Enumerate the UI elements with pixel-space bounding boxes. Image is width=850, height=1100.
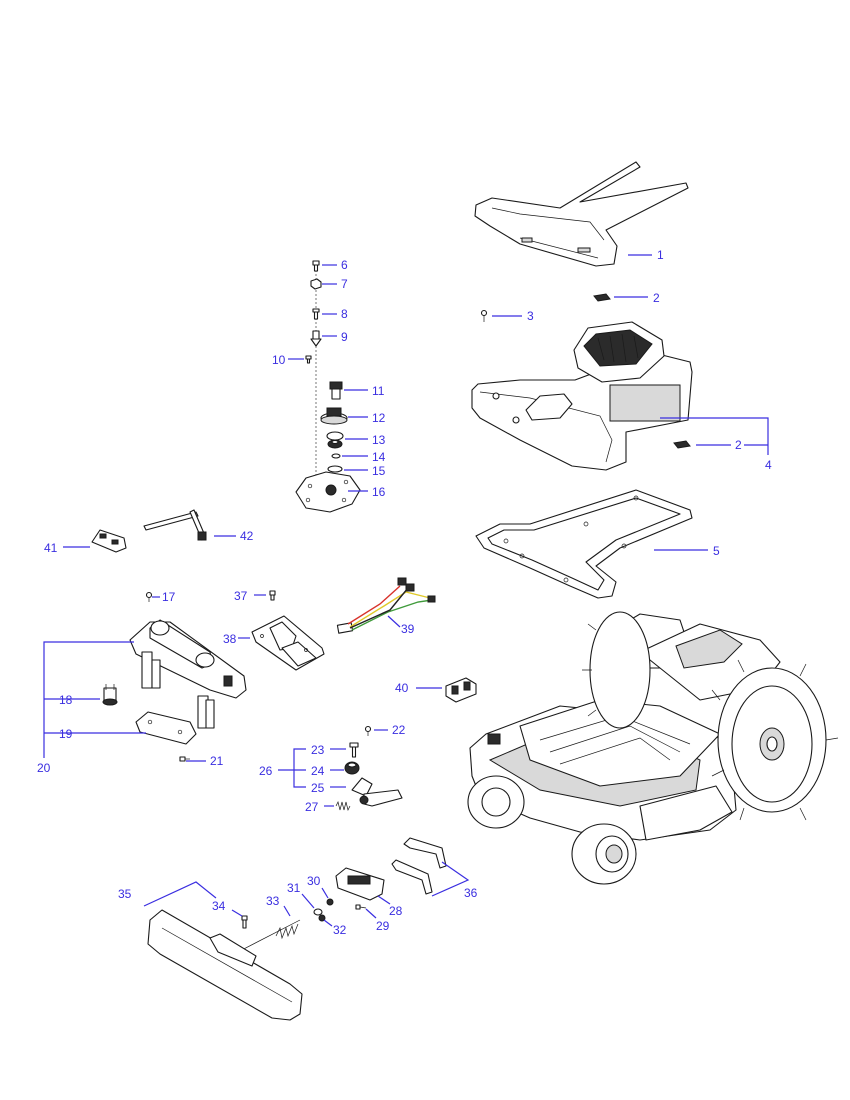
- part-6-bolt: [312, 260, 320, 272]
- callout-18: 18: [59, 693, 73, 707]
- callout-1: 1: [657, 248, 664, 262]
- callout-19: 19: [59, 727, 73, 741]
- callout-22: 22: [392, 723, 406, 737]
- callout-42: 42: [240, 529, 254, 543]
- part-5-gasket: [475, 489, 693, 599]
- callout-13: 13: [372, 433, 386, 447]
- callout-2-lower: 2: [735, 438, 742, 452]
- part-4-housing-assembly: [471, 321, 693, 471]
- part-1-top-cover: [474, 161, 689, 267]
- part-42-rod: [143, 509, 207, 541]
- part-33-spring-shaft: [233, 919, 301, 955]
- part-27-spring: [335, 800, 351, 812]
- callout-25: 25: [311, 781, 325, 795]
- callout-30: 30: [307, 874, 321, 888]
- callout-16: 16: [372, 485, 386, 499]
- part-8-pin: [312, 308, 320, 320]
- callout-29: 29: [376, 919, 390, 933]
- part-22-screw: [364, 725, 372, 736]
- callout-3: 3: [527, 309, 534, 323]
- part-9-spindle: [310, 330, 322, 347]
- callout-39: 39: [401, 622, 415, 636]
- callout-35: 35: [118, 887, 132, 901]
- callout-24: 24: [311, 764, 325, 778]
- part-25-arm: [351, 777, 403, 807]
- mower-body: [467, 611, 839, 885]
- part-30-nut: [326, 898, 334, 906]
- part-10-screw: [305, 355, 312, 364]
- part-41-bracket: [91, 529, 127, 553]
- part-38-bracket-plate: [251, 615, 325, 671]
- part-14-washer: [331, 453, 341, 459]
- callout-20: 20: [37, 761, 51, 775]
- part-29-screw: [355, 904, 367, 910]
- callout-28: 28: [389, 904, 403, 918]
- callout-2-upper: 2: [653, 291, 660, 305]
- part-13-bearing: [326, 431, 344, 449]
- part-34-pin: [241, 915, 248, 929]
- callout-8: 8: [341, 307, 348, 321]
- part-11-shaft: [329, 381, 343, 400]
- callout-36: 36: [464, 886, 478, 900]
- callout-32: 32: [333, 923, 347, 937]
- part-12-hub: [320, 407, 348, 425]
- part-24-bushing: [344, 761, 360, 775]
- part-18-bushing: [102, 684, 118, 706]
- callout-12: 12: [372, 411, 386, 425]
- part-17-screw: [145, 591, 153, 602]
- part-16-mount-plate: [295, 471, 361, 513]
- part-36-handle: [391, 837, 447, 895]
- callout-11: 11: [372, 384, 385, 398]
- callout-14: 14: [372, 450, 386, 464]
- callout-38: 38: [223, 632, 237, 646]
- callout-7: 7: [341, 277, 348, 291]
- callout-17: 17: [162, 590, 176, 604]
- part-28-latch: [335, 867, 385, 901]
- part-3-screw: [480, 309, 488, 322]
- part-35-bumper: [147, 909, 303, 1021]
- callout-37: 37: [234, 589, 248, 603]
- callout-31: 31: [287, 881, 301, 895]
- callout-40: 40: [395, 681, 409, 695]
- part-2-pad-lower: [673, 440, 691, 449]
- part-2-pad-upper: [593, 293, 611, 302]
- callout-5: 5: [713, 544, 720, 558]
- callout-6: 6: [341, 258, 348, 272]
- callout-4: 4: [765, 458, 772, 472]
- callout-23: 23: [311, 743, 325, 757]
- callout-9: 9: [341, 330, 348, 344]
- part-21-screw: [179, 756, 190, 762]
- callout-15: 15: [372, 464, 386, 478]
- callout-34: 34: [212, 899, 226, 913]
- callout-33: 33: [266, 894, 280, 908]
- part-20-axle-assembly: [129, 619, 247, 729]
- part-19-base-plate: [135, 711, 197, 745]
- part-7-nut: [310, 278, 322, 290]
- part-15-ring: [327, 465, 343, 473]
- callout-21: 21: [210, 754, 224, 768]
- part-40-clip: [445, 677, 477, 703]
- part-32-nut: [318, 914, 326, 922]
- callout-26: 26: [259, 764, 273, 778]
- callout-27: 27: [305, 800, 319, 814]
- part-23-bolt: [349, 742, 359, 758]
- callout-10: 10: [272, 353, 286, 367]
- part-39-wiring-harness: [336, 577, 436, 634]
- callout-41: 41: [44, 541, 58, 555]
- part-31-washer: [313, 908, 323, 916]
- part-37-pin: [269, 590, 276, 601]
